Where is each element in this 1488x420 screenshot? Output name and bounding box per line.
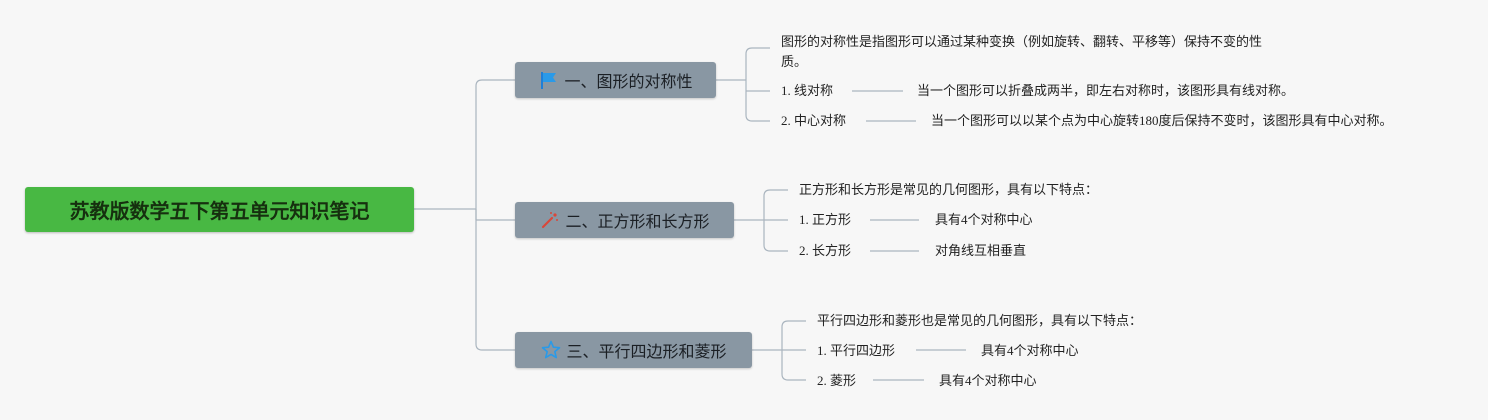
- branch-intro: 图形的对称性是指图形可以通过某种变换（例如旋转、翻转、平移等）保持不变的性质。: [781, 34, 1263, 69]
- item-label: 2. 长方形: [799, 243, 852, 258]
- branch-symmetry[interactable]: 一、图形的对称性: [515, 62, 716, 98]
- magic-wand-icon: [539, 209, 561, 231]
- item-description: 具有4个对称中心: [939, 373, 1037, 388]
- item-label: 1. 线对称: [781, 83, 834, 98]
- item-label: 2. 菱形: [817, 373, 857, 388]
- root-topic[interactable]: 苏教版数学五下第五单元知识笔记: [25, 187, 414, 232]
- item-label: 1. 平行四边形: [817, 343, 896, 358]
- branch-parallelogram-rhombus[interactable]: 三、平行四边形和菱形: [515, 332, 752, 368]
- branch-intro: 平行四边形和菱形也是常见的几何图形，具有以下特点：: [817, 313, 1143, 328]
- item-description: 具有4个对称中心: [935, 212, 1033, 227]
- branch-square-rectangle[interactable]: 二、正方形和长方形: [515, 202, 734, 238]
- root-title: 苏教版数学五下第五单元知识笔记: [69, 199, 370, 223]
- branch-intro: 正方形和长方形是常见的几何图形，具有以下特点：: [799, 182, 1099, 197]
- item-description: 具有4个对称中心: [981, 343, 1079, 358]
- blue-flag-icon: [538, 69, 560, 91]
- branch-title: 三、平行四边形和菱形: [566, 342, 727, 361]
- item-description: 当一个图形可以以某个点为中心旋转180度后保持不变时，该图形具有中心对称。: [931, 113, 1393, 128]
- item-description: 当一个图形可以折叠成两半，即左右对称时，该图形具有线对称。: [917, 83, 1295, 98]
- item-description: 对角线互相垂直: [935, 243, 1027, 258]
- item-label: 1. 正方形: [799, 212, 852, 227]
- item-label: 2. 中心对称: [781, 113, 847, 128]
- star-outline-icon: [540, 339, 562, 361]
- branch-title: 二、正方形和长方形: [565, 212, 710, 231]
- branch-title: 一、图形的对称性: [564, 72, 693, 91]
